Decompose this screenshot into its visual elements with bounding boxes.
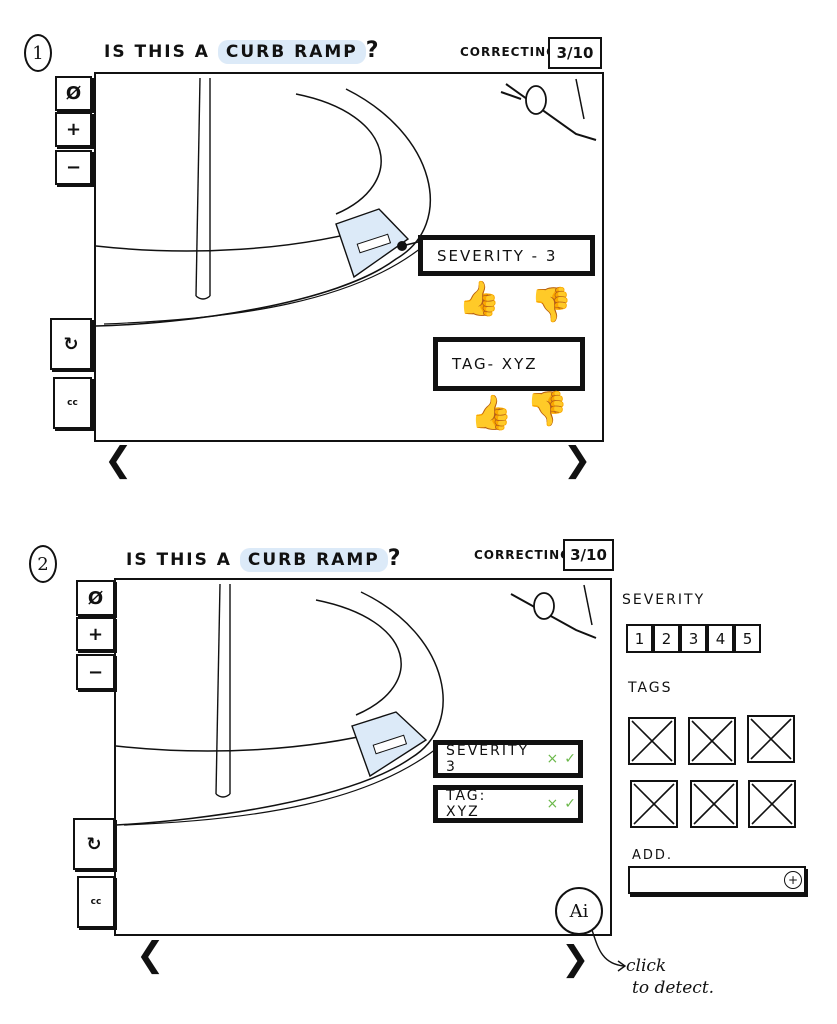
next-image-button[interactable]: ❯ (561, 942, 590, 976)
severity-heading: SEVERITY (622, 592, 706, 608)
reset-view-button[interactable]: Ø (55, 76, 92, 111)
previous-image-button[interactable]: ❮ (104, 443, 133, 477)
add-circle-icon[interactable]: + (784, 871, 802, 889)
tag-label: TAG- XYZ (452, 355, 538, 373)
severity-label-box[interactable]: SEVERITY 3 × ✓ (433, 740, 583, 778)
chevron-left-icon: ❮ (104, 440, 133, 480)
image-placeholder-icon (693, 783, 735, 825)
annotation-arrow (591, 929, 627, 972)
rotate-icon: ↻ (86, 833, 102, 855)
question-suffix: ? (365, 38, 381, 63)
severity-label: SEVERITY - 3 (437, 246, 558, 265)
tag-label: TAG: XYZ (446, 788, 487, 820)
zoom-out-button[interactable]: − (76, 654, 115, 690)
progress-counter: 3/10 (548, 37, 602, 69)
captions-button[interactable]: cc (77, 876, 115, 928)
reject-icon[interactable]: × (546, 796, 561, 812)
reset-icon: Ø (65, 83, 82, 104)
accept-icon[interactable]: ✓ (564, 751, 578, 767)
zoom-in-icon: + (65, 119, 82, 140)
counter-label: CORRECTING (474, 548, 572, 562)
severity-label: SEVERITY 3 (446, 743, 530, 775)
thumbs-down-icon[interactable]: 👎 (530, 285, 573, 325)
thumbs-down-icon[interactable]: 👎 (526, 389, 569, 429)
image-placeholder-icon (751, 783, 793, 825)
question-prefix: IS THIS A (104, 42, 210, 62)
image-placeholder-icon (750, 718, 792, 760)
rotate-icon: ↻ (63, 333, 79, 355)
tag-option[interactable] (688, 717, 736, 765)
rotate-button[interactable]: ↻ (50, 318, 92, 370)
reset-icon: Ø (87, 587, 104, 609)
tag-option[interactable] (690, 780, 738, 828)
thumbs-up-icon[interactable]: 👍 (458, 279, 501, 319)
previous-image-button[interactable]: ❮ (136, 938, 165, 972)
severity-option-4[interactable]: 4 (707, 624, 734, 653)
add-tag-label: ADD. (632, 848, 674, 863)
progress-counter: 3/10 (563, 539, 614, 571)
reject-icon[interactable]: × (546, 751, 561, 767)
tag-option[interactable] (630, 780, 678, 828)
chevron-right-icon: ❯ (563, 440, 592, 480)
severity-option-2[interactable]: 2 (653, 624, 680, 653)
ai-detect-button[interactable]: Ai (555, 887, 603, 935)
ai-detect-icon: Ai (569, 900, 589, 922)
step-number: 1 (24, 34, 52, 72)
question-prefix: IS THIS A (126, 550, 232, 570)
question-highlight: CURB RAMP (239, 548, 388, 572)
thumbs-up-icon[interactable]: 👍 (470, 393, 513, 433)
question-highlight: CURB RAMP (217, 40, 366, 64)
question-title: IS THIS A CURB RAMP? (104, 38, 381, 64)
tag-label-box[interactable]: TAG- XYZ (433, 337, 585, 391)
tag-option[interactable] (748, 780, 796, 828)
zoom-in-button[interactable]: + (55, 112, 92, 147)
counter-label: CORRECTING (460, 45, 558, 59)
question-title: IS THIS A CURB RAMP? (126, 546, 403, 572)
severity-option-5[interactable]: 5 (734, 624, 761, 653)
tag-option[interactable] (747, 715, 795, 763)
zoom-out-icon: − (65, 157, 82, 178)
image-placeholder-icon (691, 720, 733, 762)
captions-icon: cc (67, 398, 78, 408)
annotation-note: click to detect. (626, 955, 714, 999)
zoom-in-icon: + (87, 623, 104, 645)
severity-label-box[interactable]: SEVERITY - 3 (418, 235, 595, 276)
reset-view-button[interactable]: Ø (76, 580, 115, 616)
question-suffix: ? (387, 546, 403, 571)
tags-heading: TAGS (628, 680, 673, 696)
zoom-in-button[interactable]: + (76, 617, 115, 651)
captions-icon: cc (90, 897, 102, 907)
add-tag-input[interactable] (628, 866, 806, 894)
rotate-button[interactable]: ↻ (73, 818, 115, 870)
image-placeholder-icon (633, 783, 675, 825)
chevron-right-icon: ❯ (561, 939, 590, 979)
severity-option-1[interactable]: 1 (626, 624, 653, 653)
street-sketch (116, 583, 597, 826)
captions-button[interactable]: cc (53, 377, 92, 429)
severity-option-3[interactable]: 3 (680, 624, 707, 653)
street-sketch (96, 77, 597, 327)
annotation-line-1: click (626, 956, 667, 976)
accept-icon[interactable]: ✓ (564, 796, 578, 812)
tag-label-box[interactable]: TAG: XYZ × ✓ (433, 785, 583, 823)
step-number: 2 (29, 545, 57, 583)
zoom-out-button[interactable]: − (55, 150, 92, 185)
next-image-button[interactable]: ❯ (563, 443, 592, 477)
tag-option[interactable] (628, 717, 676, 765)
chevron-left-icon: ❮ (136, 935, 165, 975)
annotation-line-2: to detect. (632, 978, 715, 998)
street-image-viewer[interactable] (114, 578, 612, 936)
image-placeholder-icon (631, 720, 673, 762)
zoom-out-icon: − (87, 661, 104, 683)
